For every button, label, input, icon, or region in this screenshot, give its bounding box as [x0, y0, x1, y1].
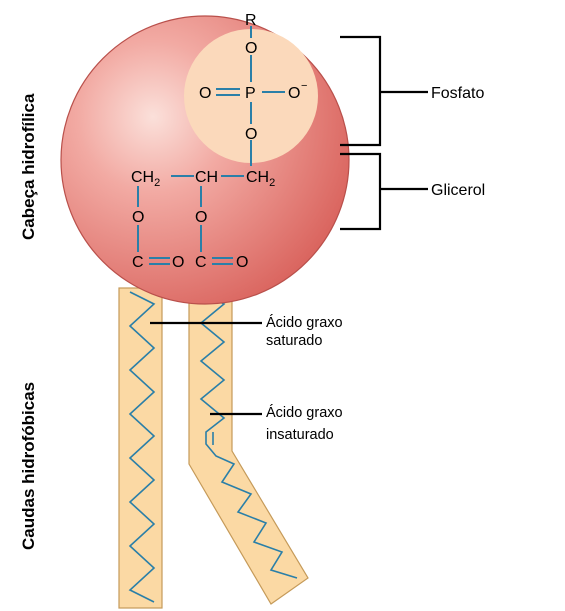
atom-o-left: O [199, 85, 211, 102]
atom-o-carbonyl-right: O [236, 254, 248, 271]
atom-o-ester-left: O [132, 209, 144, 226]
atom-o-ester-right: O [195, 209, 207, 226]
atom-ch2-right: CH2 [246, 169, 275, 189]
saturated-label-line2: saturado [266, 333, 322, 349]
phosphate-label: Fosfato [431, 85, 484, 102]
unsaturated-label-line1: Ácido graxo [266, 404, 343, 421]
unsaturated-label-line2: insaturado [266, 427, 334, 443]
unsaturated-chain [199, 291, 298, 579]
phosphate-bracket [340, 35, 428, 147]
fatty-acid-tails [118, 287, 309, 609]
glycerol-bracket [340, 152, 428, 231]
atom-ch2-left: CH2 [131, 169, 160, 189]
phosphate-disc [184, 29, 318, 163]
saturated-chain [128, 291, 156, 603]
atom-o-bottom: O [245, 126, 257, 143]
saturated-label-line1: Ácido graxo [266, 314, 343, 331]
atom-o-right: O [288, 85, 300, 102]
atom-c-left: C [132, 254, 144, 271]
atom-c-right: C [195, 254, 207, 271]
hydrophilic-head-label: Cabeça hidrofílica [19, 93, 38, 240]
atom-o-carbonyl-left: O [172, 254, 184, 271]
minus-charge: − [301, 80, 307, 92]
chemical-atoms: R O O P O − O CH2 CH CH2 O O C O C O [131, 12, 307, 271]
atom-ch: CH [195, 169, 218, 186]
atom-r: R [245, 12, 257, 29]
glycerol-label: Glicerol [431, 182, 485, 199]
atom-o-top: O [245, 40, 257, 57]
chemical-bonds [137, 26, 285, 265]
atom-p: P [245, 85, 256, 102]
hydrophobic-tails-label: Caudas hidrofóbicas [19, 382, 38, 550]
